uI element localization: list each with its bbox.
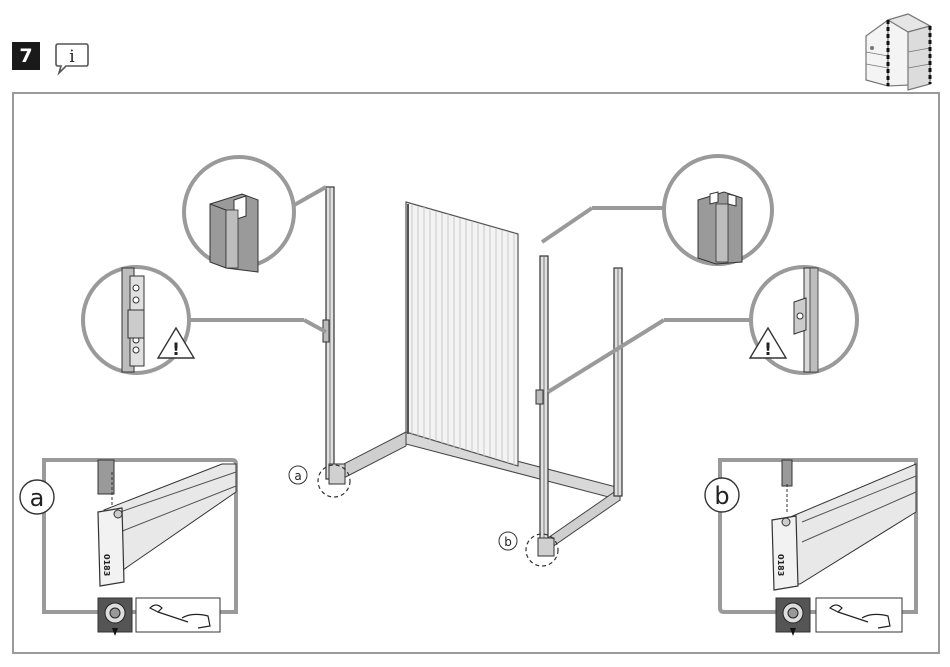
detail-b-part-code: 0183: [776, 554, 785, 576]
callout-a-detail-label: a: [30, 484, 45, 512]
detail-a-part-code: 0183: [102, 554, 111, 576]
detail-b-wrench-thumbnail: [816, 598, 902, 632]
front-post-foot: [538, 538, 554, 556]
right-warning-mark: !: [764, 340, 772, 360]
assembly-diagram: a b !: [12, 92, 940, 654]
info-letter: i: [69, 47, 75, 67]
callout-b-small-label: b: [504, 535, 512, 549]
callout-a-small-label: a: [294, 469, 301, 483]
detail-a-panel: a 0183: [20, 460, 236, 636]
back-wall-panel: [406, 202, 518, 466]
right-upright-post: [614, 268, 622, 496]
left-warning-mark: !: [172, 340, 180, 360]
step-number-badge: 7: [12, 42, 40, 70]
detail-b-panel: b 0183: [705, 460, 916, 636]
shed-assembly-overview-icon: [858, 8, 934, 94]
left-post-foot: [329, 464, 345, 484]
info-speech-bubble-icon[interactable]: i: [52, 38, 92, 78]
callout-b-detail-label: b: [714, 482, 729, 510]
